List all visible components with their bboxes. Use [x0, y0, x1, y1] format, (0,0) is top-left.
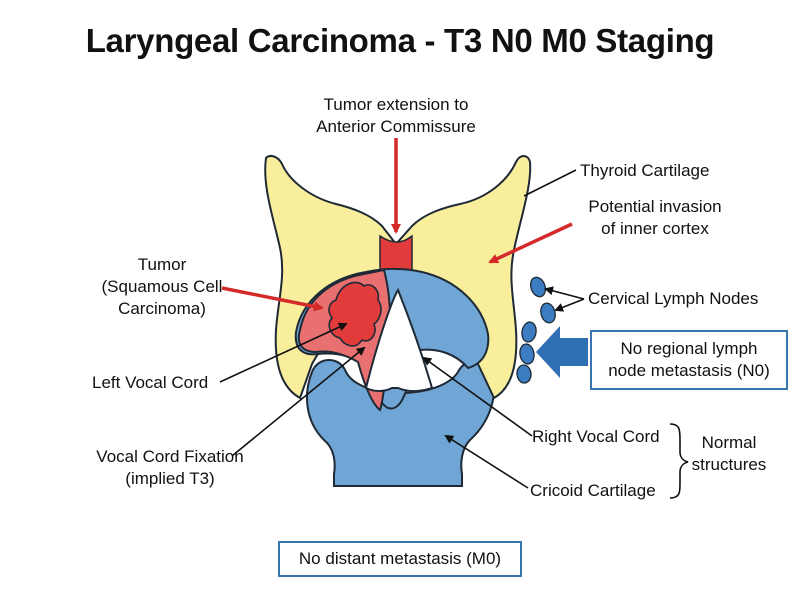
- label-cricoid-cartilage: Cricoid Cartilage: [530, 481, 656, 500]
- label-normal-structures: Normal structures: [684, 432, 774, 476]
- label-line: Vocal Cord Fixation: [96, 447, 244, 466]
- label-tumor: Tumor (Squamous Cell Carcinoma): [92, 254, 232, 320]
- box-line: No regional lymph: [620, 339, 758, 358]
- cricoid-cartilage: [306, 359, 496, 487]
- label-line: Anterior Commissure: [316, 117, 476, 136]
- label-line: Tumor: [137, 255, 187, 274]
- label-thyroid-cartilage: Thyroid Cartilage: [580, 161, 710, 180]
- label-tumor-extension: Tumor extension to Anterior Commissure: [296, 94, 496, 138]
- leader-fixation: [231, 346, 366, 457]
- arrow-inner-cortex: [488, 222, 573, 264]
- label-line: Potential invasion: [588, 197, 722, 216]
- label-line: structures: [691, 455, 767, 474]
- page-title: Laryngeal Carcinoma - T3 N0 M0 Staging: [85, 22, 715, 59]
- label-line: Normal: [701, 433, 757, 452]
- label-cervical-lymph-nodes: Cervical Lymph Nodes: [588, 289, 759, 308]
- label-right-vocal-cord: Right Vocal Cord: [532, 427, 660, 446]
- n0-box: No regional lymph node metastasis (N0): [590, 330, 788, 390]
- m0-box: No distant metastasis (M0): [278, 541, 522, 577]
- label-vocal-cord-fixation: Vocal Cord Fixation (implied T3): [80, 446, 260, 490]
- box-line: node metastasis (N0): [608, 361, 770, 380]
- leader-right-cord: [422, 356, 533, 437]
- label-line: (implied T3): [125, 469, 215, 488]
- label-line: of inner cortex: [601, 219, 709, 238]
- leader-cricoid: [444, 434, 529, 489]
- n0-block-arrow: [536, 326, 588, 378]
- glottic-opening: [364, 287, 434, 392]
- label-line: Carcinoma): [118, 299, 206, 318]
- label-line: (Squamous Cell: [101, 277, 223, 296]
- label-left-vocal-cord: Left Vocal Cord: [92, 373, 209, 392]
- label-potential-invasion: Potential invasion of inner cortex: [570, 196, 740, 240]
- leader-node-1: [544, 286, 585, 300]
- leader-thyroid: [523, 169, 577, 197]
- leader-node-2: [554, 298, 585, 312]
- normal-structures-brace: [669, 423, 689, 499]
- lymph-nodes: [516, 276, 556, 384]
- leader-left-cord: [219, 322, 348, 383]
- label-line: Tumor extension to: [323, 95, 469, 114]
- arrow-tumor: [221, 286, 324, 312]
